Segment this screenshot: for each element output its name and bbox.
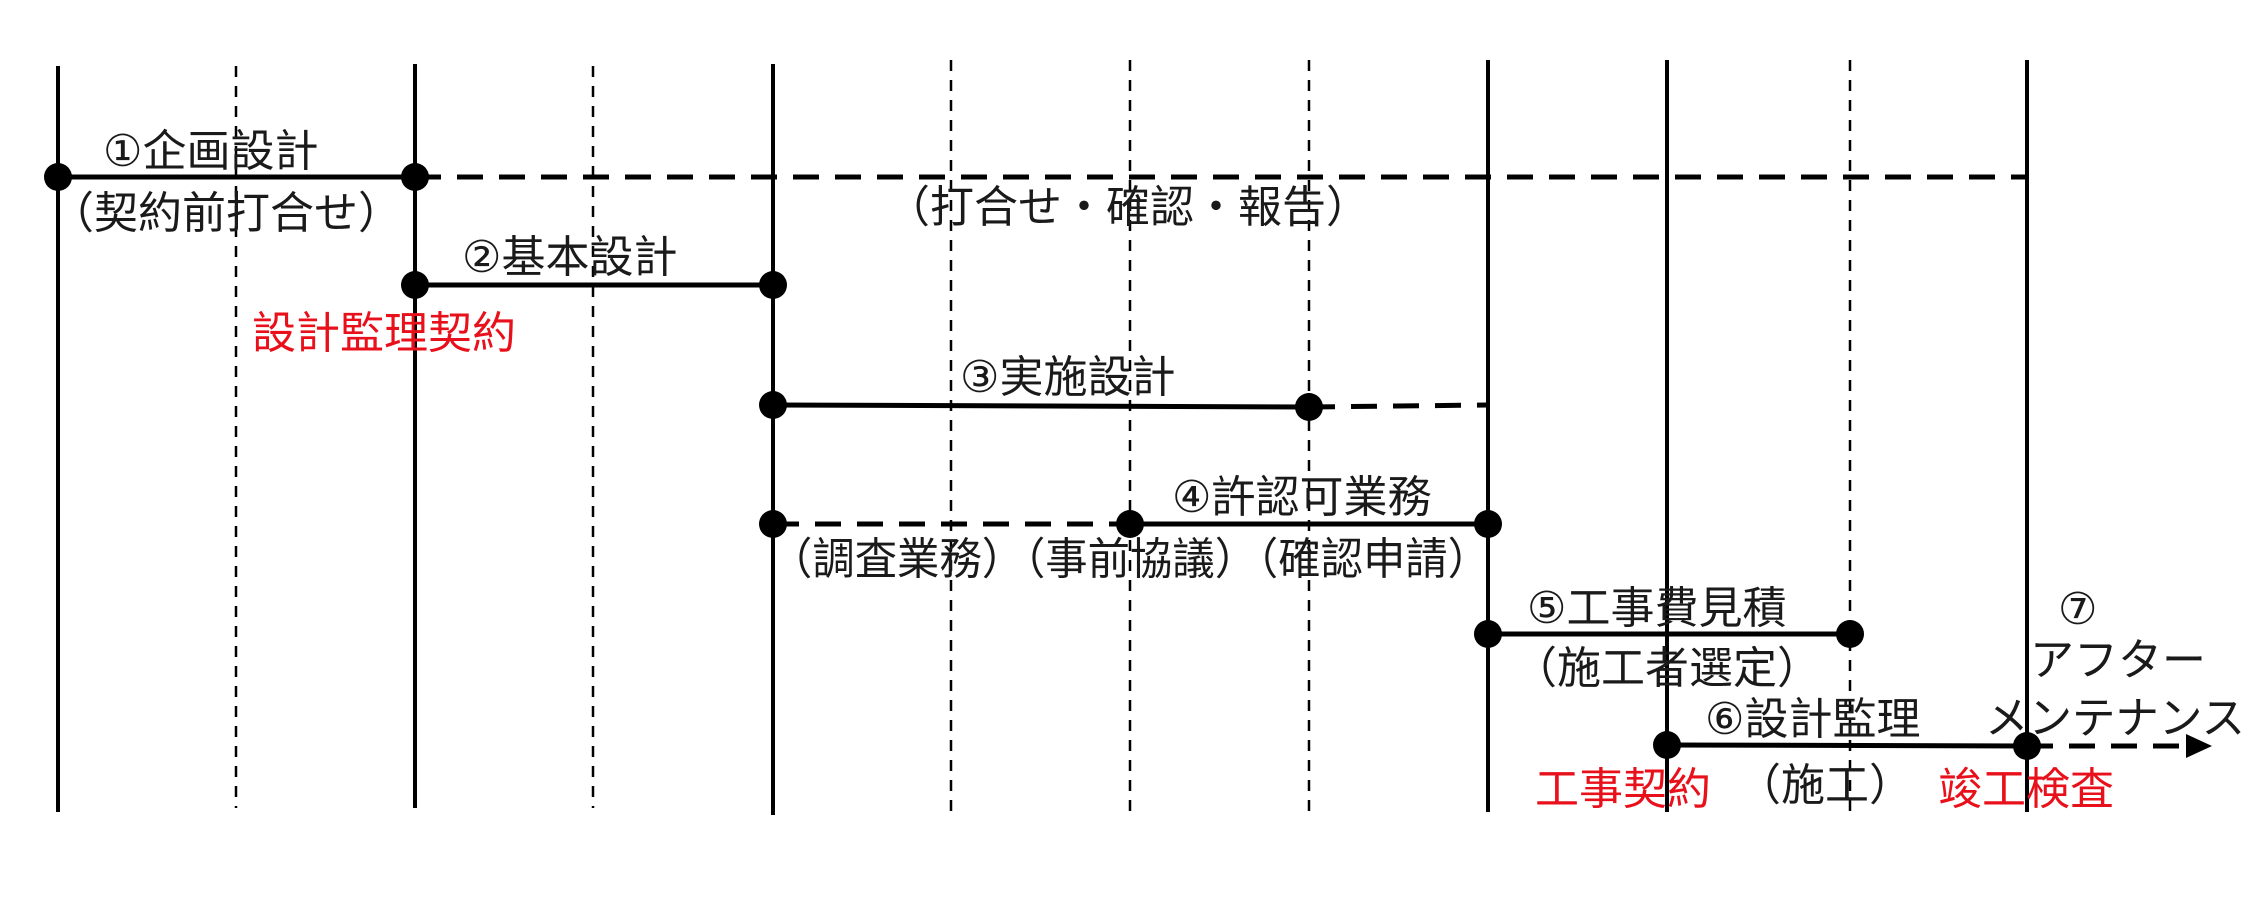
- consultation-label: （打合せ・確認・報告）: [886, 182, 1370, 233]
- step6-label: ⑥設計監理: [1705, 694, 1920, 745]
- construction-contract-label: 工事契約: [1535, 764, 1711, 815]
- step6-sub-label: （施工）: [1737, 760, 1913, 811]
- dot: [44, 163, 72, 191]
- step2-label: ②基本設計: [462, 232, 677, 283]
- step7-line1-label: アフター: [2030, 635, 2206, 686]
- dot: [759, 271, 787, 299]
- design-contract-label: 設計監理契約: [252, 308, 516, 359]
- dot: [759, 510, 787, 538]
- milestone-dots: [44, 163, 2041, 760]
- step4-label: ④許認可業務: [1172, 472, 1431, 523]
- continuation-bars: [415, 174, 2190, 749]
- dot: [1116, 510, 1144, 538]
- phase-bars: [58, 174, 2028, 749]
- step1-label: ①企画設計: [103, 126, 318, 177]
- step7-number-label: ⑦: [2058, 584, 2097, 635]
- step1-sub-label: （契約前打合せ）: [50, 188, 402, 239]
- dot: [1653, 731, 1681, 759]
- step5-label: ⑤工事費見積: [1527, 583, 1786, 634]
- step4-sub-label: （調査業務）（事前協議）（確認申請）: [770, 534, 1490, 585]
- bar-step3: [772, 402, 1310, 410]
- step5-sub-label: （施工者選定）: [1513, 643, 1821, 694]
- step3-label: ③実施設計: [960, 352, 1175, 403]
- dot: [1474, 510, 1502, 538]
- dot: [2013, 732, 2041, 760]
- dot: [401, 271, 429, 299]
- dot: [1836, 620, 1864, 648]
- dot: [1474, 620, 1502, 648]
- arrow-head-icon: [2186, 734, 2212, 758]
- bar-step6: [1666, 742, 2028, 749]
- dot: [401, 163, 429, 191]
- dot: [759, 391, 787, 419]
- grid-lines: [234, 60, 1852, 812]
- completion-inspection-label: 竣工検査: [1938, 764, 2114, 815]
- step7-line2-label: メンテナンス: [1985, 693, 2245, 744]
- bar-step3-extension: [1308, 402, 1489, 410]
- dot: [1295, 393, 1323, 421]
